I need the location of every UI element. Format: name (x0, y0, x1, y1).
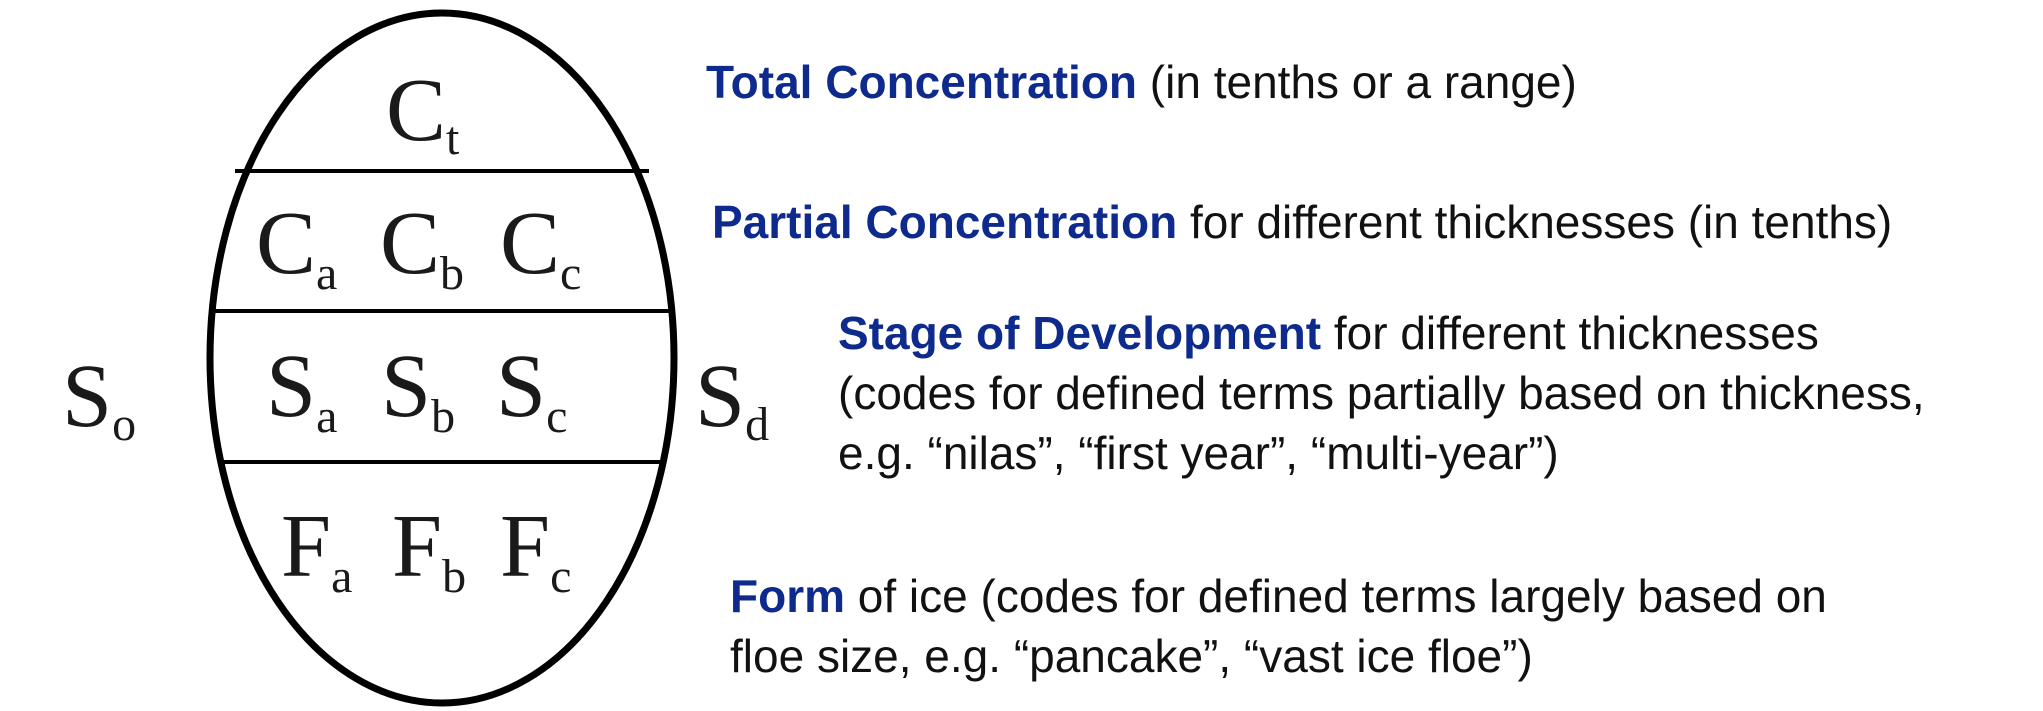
form-row: Fa Fb Fc (281, 497, 571, 603)
svg-text:Ct: Ct (386, 61, 460, 165)
legend-form: Form of ice (codes for defined terms lar… (730, 566, 1827, 686)
legend-term: Stage of Development (838, 307, 1322, 359)
partial-concentration-a: Ca (256, 194, 337, 300)
legend-stage-of-development: Stage of Development for different thick… (838, 303, 1925, 483)
partial-concentration-b: Cb (380, 194, 464, 300)
right-stage-symbol: Sd (695, 347, 769, 451)
legend-text: for different thicknesses (1321, 307, 1819, 359)
legend-text-line: (codes for defined terms partially based… (838, 367, 1925, 419)
legend-text: for different thicknesses (in tenths) (1177, 196, 1893, 248)
stage-of-development-row: Sa Sb Sc (266, 337, 567, 443)
legend-term: Form (730, 570, 845, 622)
partial-concentration-c: Cc (500, 194, 581, 300)
partial-concentration-row: Ca Cb Cc (256, 194, 581, 300)
stage-b: Sb (381, 337, 455, 443)
legend-partial-concentration: Partial Concentration for different thic… (712, 192, 1892, 252)
form-b: Fb (392, 497, 466, 603)
left-stage-symbol: So (62, 347, 136, 451)
stage-a: Sa (266, 337, 337, 443)
egg-outline (206, 9, 678, 707)
legend-text-line: e.g. “nilas”, “first year”, “multi-year”… (838, 427, 1559, 479)
legend-term: Total Concentration (706, 56, 1138, 108)
legend-total-concentration: Total Concentration (in tenths or a rang… (706, 52, 1577, 112)
legend-text: (in tenths or a range) (1137, 56, 1577, 108)
legend-text-line: floe size, e.g. “pancake”, “vast ice flo… (730, 630, 1533, 682)
form-c: Fc (500, 497, 571, 603)
form-a: Fa (281, 497, 352, 603)
legend-text: of ice (codes for defined terms largely … (845, 570, 1827, 622)
total-concentration-symbol: Ct (386, 61, 460, 165)
stage-c: Sc (496, 337, 567, 443)
legend-term: Partial Concentration (712, 196, 1178, 248)
